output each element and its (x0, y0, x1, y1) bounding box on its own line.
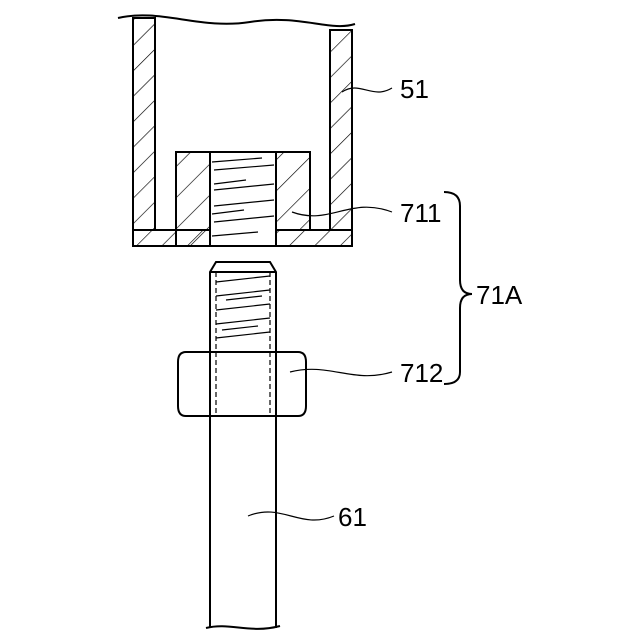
label-711: 711 (400, 198, 441, 228)
leader-61 (248, 512, 334, 520)
bolt-thread (210, 262, 276, 352)
label-71A: 71A (476, 280, 523, 310)
hex-nut-712 (178, 352, 306, 416)
brace-71A (444, 192, 472, 384)
external-thread-lines (216, 276, 270, 338)
label-712: 712 (400, 358, 443, 388)
label-51: 51 (400, 74, 429, 104)
label-61: 61 (338, 502, 367, 532)
rod-61 (206, 416, 280, 629)
